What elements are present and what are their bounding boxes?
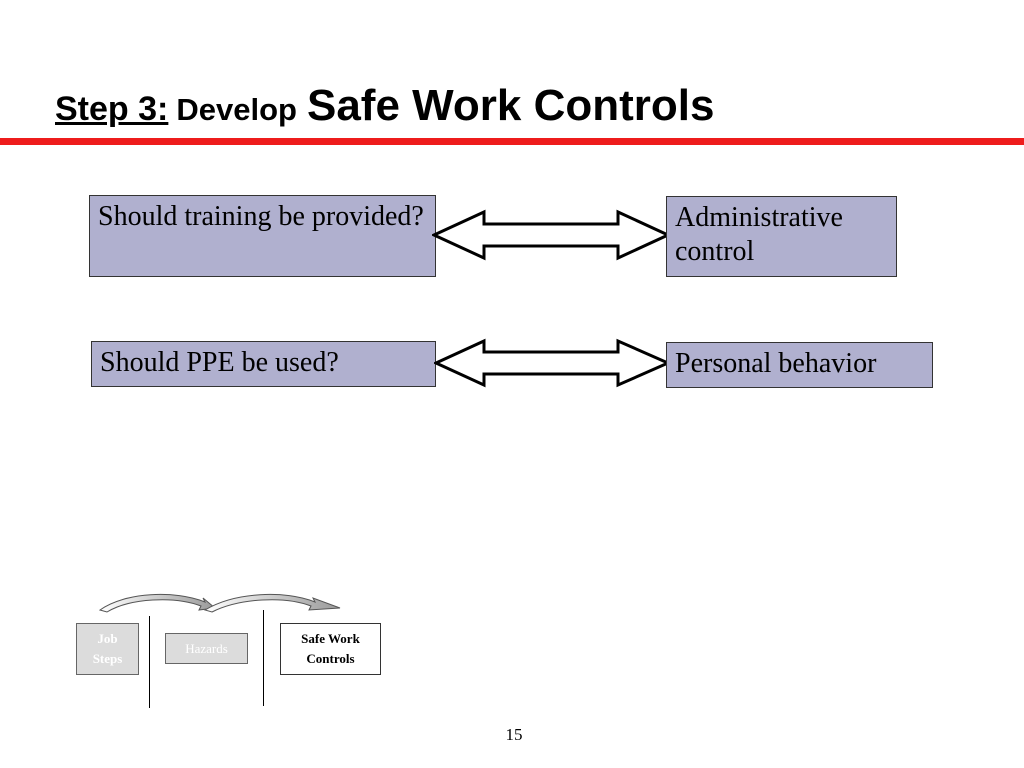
process-step-label: Job: [97, 631, 118, 646]
process-step-label: Controls: [306, 651, 355, 666]
process-divider: [149, 616, 150, 708]
process-step-label: Steps: [92, 651, 123, 666]
answer-box-administrative: Administrative control: [666, 196, 897, 277]
question-box-ppe: Should PPE be used?: [91, 341, 436, 387]
process-step-label: Hazards: [185, 641, 228, 656]
double-arrow-icon: [434, 338, 670, 388]
answer-box-personal-behavior: Personal behavior: [666, 342, 933, 388]
page-number: 15: [505, 725, 523, 744]
process-step-job-steps: Job Steps: [76, 623, 139, 675]
title-develop: Develop: [176, 92, 297, 127]
process-step-label: Safe Work: [301, 631, 360, 646]
double-arrow-icon: [432, 209, 670, 261]
process-step-hazards: Hazards: [165, 633, 248, 664]
question-box-training: Should training be provided?: [89, 195, 436, 277]
title-step: Step 3:: [55, 90, 169, 128]
title-main: Safe Work Controls: [306, 81, 715, 130]
process-divider: [263, 610, 264, 706]
slide-title: Step 3:Develop Safe Work Controls: [55, 76, 714, 146]
title-divider: [0, 138, 1024, 145]
curved-arrows-icon: [98, 594, 341, 613]
process-step-safe-work-controls: Safe Work Controls: [280, 623, 381, 675]
